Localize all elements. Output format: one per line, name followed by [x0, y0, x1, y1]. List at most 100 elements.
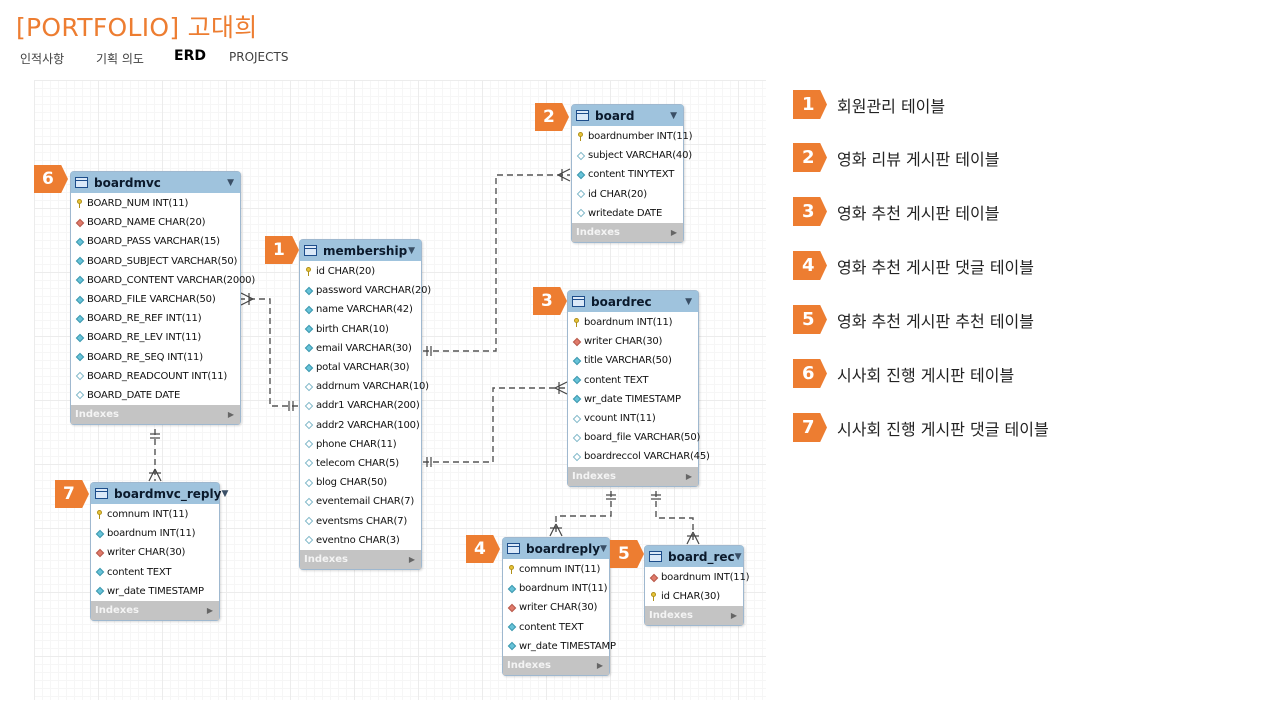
collapse-arrow-icon[interactable]: ▼	[600, 543, 607, 554]
column-row[interactable]: id CHAR(20)	[572, 185, 683, 204]
column-row[interactable]: BOARD_RE_REF INT(11)	[71, 309, 240, 328]
table-boardrec[interactable]: boardrec▼boardnum INT(11)writer CHAR(30)…	[567, 290, 710, 487]
column-row[interactable]: wr_date TIMESTAMP	[503, 637, 616, 656]
table-name: boardmvc_reply	[114, 486, 222, 501]
nonnull-column-icon	[75, 295, 84, 304]
table-header[interactable]: boardreply▼	[503, 538, 609, 559]
column-row[interactable]: email VARCHAR(30)	[300, 339, 421, 358]
column-row[interactable]: comnum INT(11)	[503, 560, 609, 579]
tab-erd[interactable]: ERD	[174, 48, 206, 64]
collapse-arrow-icon[interactable]: ▼	[221, 488, 229, 499]
collapse-arrow-icon[interactable]: ▼	[685, 296, 692, 307]
column-row[interactable]: content TINYTEXT	[572, 165, 683, 184]
column-row[interactable]: id CHAR(30)	[645, 587, 743, 606]
table-header[interactable]: boardrec▼	[568, 291, 698, 312]
column-row[interactable]: addr1 VARCHAR(200)	[300, 396, 421, 415]
column-row[interactable]: BOARD_READCOUNT INT(11)	[71, 367, 240, 386]
table-header[interactable]: boardmvc_reply▼	[91, 483, 228, 504]
table-header[interactable]: boardmvc▼	[71, 172, 240, 193]
table-boardmvc-reply[interactable]: boardmvc_reply▼comnum INT(11)boardnum IN…	[90, 482, 228, 621]
column-row[interactable]: eventsms CHAR(7)	[300, 511, 421, 530]
column-row[interactable]: boardnum INT(11)	[503, 579, 609, 598]
column-row[interactable]: boardreccol VARCHAR(45)	[568, 447, 710, 466]
column-row[interactable]: telecom CHAR(5)	[300, 454, 421, 473]
column-text: BOARD_DATE DATE	[87, 389, 181, 401]
column-row[interactable]: BOARD_FILE VARCHAR(50)	[71, 290, 240, 309]
column-row[interactable]: wr_date TIMESTAMP	[91, 582, 219, 601]
column-row[interactable]: id CHAR(20)	[300, 262, 421, 281]
column-row[interactable]: board_file VARCHAR(50)	[568, 428, 700, 447]
column-row[interactable]: content TEXT	[91, 563, 219, 582]
expand-arrow-icon[interactable]: ▶	[596, 660, 603, 670]
column-row[interactable]: wr_date TIMESTAMP	[568, 390, 698, 409]
table-membership[interactable]: membership▼id CHAR(20)password VARCHAR(2…	[299, 239, 431, 570]
column-list: id CHAR(20)password VARCHAR(20)name VARC…	[300, 261, 431, 550]
tab-profile[interactable]: 인적사항	[20, 52, 65, 66]
column-row[interactable]: boardnum INT(11)	[568, 313, 698, 332]
tab-projects[interactable]: PROJECTS	[229, 50, 289, 64]
column-row[interactable]: content TEXT	[503, 618, 609, 637]
expand-arrow-icon[interactable]: ▶	[227, 410, 234, 420]
collapse-arrow-icon[interactable]: ▼	[408, 245, 415, 256]
column-row[interactable]: eventno CHAR(3)	[300, 531, 421, 550]
column-row[interactable]: boardnum INT(11)	[645, 568, 750, 587]
table-boardreply[interactable]: boardreply▼comnum INT(11)boardnum INT(11…	[502, 537, 616, 676]
collapse-arrow-icon[interactable]: ▼	[734, 551, 742, 562]
expand-arrow-icon[interactable]: ▶	[685, 471, 692, 481]
legend-item: 3 영화 추천 게시판 테이블	[793, 197, 999, 226]
table-name: membership	[323, 243, 408, 258]
indexes-footer[interactable]: Indexes ▶	[71, 405, 240, 425]
column-row[interactable]: addrnum VARCHAR(10)	[300, 377, 429, 396]
column-row[interactable]: subject VARCHAR(40)	[572, 146, 692, 165]
column-row[interactable]: eventemail CHAR(7)	[300, 492, 421, 511]
table-header[interactable]: board ▼	[572, 105, 683, 126]
column-row[interactable]: birth CHAR(10)	[300, 320, 421, 339]
column-row[interactable]: BOARD_PASS VARCHAR(15)	[71, 232, 240, 251]
column-row[interactable]: phone CHAR(11)	[300, 435, 421, 454]
column-row[interactable]: BOARD_RE_LEV INT(11)	[71, 328, 240, 347]
indexes-footer[interactable]: Indexes▶	[568, 466, 698, 486]
indexes-footer[interactable]: Indexes▶	[503, 655, 609, 675]
column-row[interactable]: BOARD_CONTENT VARCHAR(2000)	[71, 271, 255, 290]
column-row[interactable]: boardnumber INT(11)	[572, 127, 693, 146]
table-name: board	[595, 108, 635, 123]
collapse-arrow-icon[interactable]: ▼	[227, 177, 234, 188]
table-board[interactable]: board ▼ boardnumber INT(11)subject VARCHAR…	[571, 104, 693, 243]
expand-arrow-icon[interactable]: ▶	[206, 605, 213, 615]
column-row[interactable]: writer CHAR(30)	[91, 543, 219, 562]
expand-arrow-icon[interactable]: ▶	[408, 554, 415, 564]
table-header[interactable]: membership▼	[300, 240, 421, 261]
column-row[interactable]: BOARD_NAME CHAR(20)	[71, 213, 240, 232]
column-row[interactable]: name VARCHAR(42)	[300, 300, 421, 319]
collapse-arrow-icon[interactable]: ▼	[670, 110, 677, 121]
column-row[interactable]: BOARD_DATE DATE	[71, 386, 240, 405]
column-row[interactable]: content TEXT	[568, 371, 698, 390]
column-text: eventno CHAR(3)	[316, 534, 400, 546]
column-row[interactable]: potal VARCHAR(30)	[300, 358, 421, 377]
column-row[interactable]: comnum INT(11)	[91, 505, 219, 524]
tab-planning-intent[interactable]: 기획 의도	[96, 52, 144, 66]
indexes-label: Indexes	[75, 409, 119, 421]
table-boardmvc[interactable]: boardmvc▼BOARD_NUM INT(11)BOARD_NAME CHA…	[70, 171, 255, 426]
column-row[interactable]: title VARCHAR(50)	[568, 351, 698, 370]
indexes-footer[interactable]: Indexes▶	[91, 600, 219, 620]
nonnull-column-icon	[75, 256, 84, 266]
column-row[interactable]: writedate DATE	[572, 204, 683, 223]
column-row[interactable]: writer CHAR(30)	[503, 598, 609, 617]
column-row[interactable]: password VARCHAR(20)	[300, 281, 431, 300]
table-board-rec[interactable]: board_rec▼boardnum INT(11)id CHAR(30)Ind…	[644, 545, 750, 627]
column-row[interactable]: boardnum INT(11)	[91, 524, 219, 543]
column-row[interactable]: blog CHAR(50)	[300, 473, 421, 492]
indexes-footer[interactable]: Indexes▶	[300, 549, 421, 569]
column-row[interactable]: writer CHAR(30)	[568, 332, 698, 351]
column-row[interactable]: BOARD_SUBJECT VARCHAR(50)	[71, 252, 240, 271]
column-row[interactable]: BOARD_NUM INT(11)	[71, 194, 240, 213]
column-row[interactable]: BOARD_RE_SEQ INT(11)	[71, 348, 240, 367]
column-row[interactable]: addr2 VARCHAR(100)	[300, 416, 421, 435]
indexes-footer[interactable]: Indexes▶	[645, 606, 743, 626]
indexes-footer[interactable]: Indexes▶	[572, 222, 683, 242]
expand-arrow-icon[interactable]: ▶	[730, 611, 737, 621]
table-header[interactable]: board_rec▼	[645, 546, 743, 567]
column-row[interactable]: vcount INT(11)	[568, 409, 698, 428]
expand-arrow-icon[interactable]: ▶	[670, 227, 677, 237]
